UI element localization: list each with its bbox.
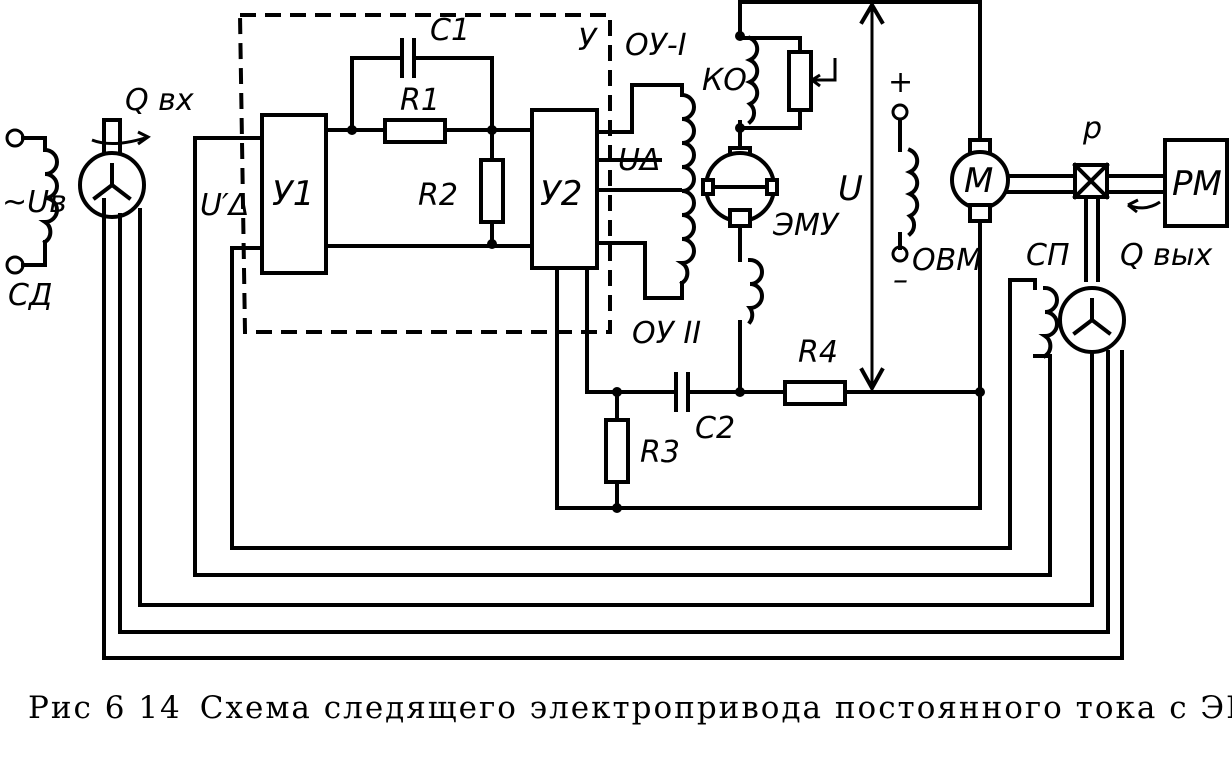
amplifier-y1	[260, 113, 328, 275]
label-sp: СП	[1026, 238, 1070, 273]
label-c2: С2	[695, 411, 735, 446]
label-c1: С1	[430, 13, 470, 48]
motor-field-winding	[891, 103, 920, 263]
figure-caption: Рис 6 14 Схема следящего электропривода п…	[28, 690, 1232, 726]
label-ko: КО	[702, 63, 747, 98]
label-u-delta-prime: U′Δ	[200, 188, 249, 223]
feedback-loops	[102, 136, 1124, 660]
input-synchro	[5, 118, 151, 275]
amplifier-y2	[530, 108, 599, 270]
label-ou1: ОУ-I	[625, 28, 687, 63]
resistor-r2	[479, 158, 505, 224]
label-p: р	[1082, 111, 1102, 146]
label-plus: +	[888, 65, 913, 100]
reducer	[1072, 162, 1167, 282]
emu-armature	[701, 146, 779, 397]
figure-number: Рис 6 14	[28, 690, 182, 726]
label-u: U	[838, 169, 863, 209]
working-mechanism	[1163, 138, 1229, 228]
label-u-b: ~Uв	[2, 185, 67, 220]
figure-title: Схема следящего электропривода постоянно…	[199, 690, 1232, 726]
label-pm: РМ	[1172, 164, 1222, 204]
label-r2: R2	[418, 178, 458, 213]
control-windings	[595, 83, 696, 300]
voltage-arrow	[859, 1, 885, 393]
label-r3: R3	[640, 435, 680, 470]
label-emu: ЭМУ	[772, 208, 840, 243]
label-sd: СД	[8, 278, 52, 313]
resistor-r1	[383, 118, 447, 144]
amplifier-frame	[237, 13, 612, 334]
label-u-delta: UΔ	[618, 143, 660, 178]
resistor-r3	[604, 418, 630, 484]
label-ovm: ОВМ	[912, 243, 982, 278]
feedback-network	[324, 38, 534, 249]
label-y1: У1	[272, 174, 314, 214]
label-q-out: Q вых	[1120, 238, 1213, 273]
compensation-winding	[735, 0, 837, 152]
label-y: У	[578, 23, 598, 58]
label-m: М	[964, 161, 993, 201]
label-r1: R1	[400, 83, 440, 118]
top-rail	[738, 0, 982, 142]
label-r4: R4	[798, 335, 838, 370]
resistor-r4	[783, 380, 847, 406]
motor	[950, 138, 1077, 394]
output-synchro	[1058, 286, 1126, 354]
label-q-in: Q вх	[125, 83, 194, 118]
label-minus: –	[893, 263, 908, 298]
sp-winding	[1008, 278, 1059, 577]
stabilizing-network	[555, 266, 985, 513]
label-ou2: ОУ II	[632, 316, 701, 351]
label-y2: У2	[540, 174, 582, 214]
